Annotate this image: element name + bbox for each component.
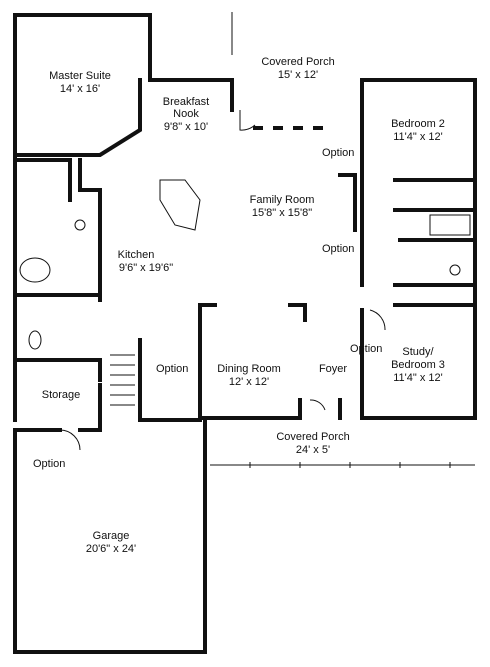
toilet [28,330,42,350]
garage-option: Option [33,458,66,470]
sink [74,219,86,231]
wall-kitchen-south [138,338,202,422]
door-swing-nook [239,110,256,131]
foyer-name: Foyer [318,363,348,375]
study-size: 11'4" x 12' [393,372,443,384]
sink-2 [449,264,461,276]
wall-bed2-closet [338,173,357,232]
storage-name: Storage [41,389,81,401]
front-porch-posts [249,462,451,468]
family-room-name: Family Room [249,194,315,206]
wall-foyer [288,303,307,322]
garage-name: Garage [92,530,130,542]
covered-porch-front-size: 24' x 5' [295,444,331,456]
family-room-option-upper: Option [322,147,355,159]
dining-room-name: Dining Room [217,363,281,375]
family-room-option-lower: Option [322,243,355,255]
bedroom-2-name: Bedroom 2 [391,118,445,130]
wall-storage-top [13,358,102,382]
exterior-wall-master-east [148,13,234,82]
dining-room-size: 12' x 12' [228,376,270,388]
wall-bath-area [13,158,72,202]
breakfast-nook-name-2: Nook [173,108,199,120]
kitchen-option: Option [156,363,189,375]
kitchen-island [159,179,201,231]
bathtub [19,257,51,283]
breakfast-nook-size: 9'8" x 10' [163,121,209,133]
wall-master-south [13,78,142,157]
bedroom-2-size: 11'4" x 12' [393,131,443,143]
kitchen-name: Kitchen [117,249,155,261]
study-name-2: Bedroom 3 [391,359,445,371]
covered-porch-rear-name: Covered Porch [261,56,335,68]
tub-2 [429,214,471,236]
family-room-size: 15'8" x 15'8" [251,207,313,219]
study-name-1: Study/ [402,346,434,358]
door-swing-garage [59,429,81,451]
master-suite-name: Master Suite [49,70,111,82]
covered-porch-front-name: Covered Porch [276,431,350,443]
wall-storage-bottom-2 [78,383,102,432]
breakfast-nook-name-1: Breakfast [162,96,210,108]
garage-size: 20'6" x 24' [85,543,137,555]
wall-closet [78,158,102,192]
master-suite-size: 14' x 16' [59,83,101,95]
covered-porch-rear-size: 15' x 12' [277,69,319,81]
door-swing-study [369,309,386,331]
door-swing-foyer [309,399,326,411]
stairs [110,354,135,406]
kitchen-size: 9'6" x 19'6" [118,262,174,274]
study-option: Option [350,343,383,355]
